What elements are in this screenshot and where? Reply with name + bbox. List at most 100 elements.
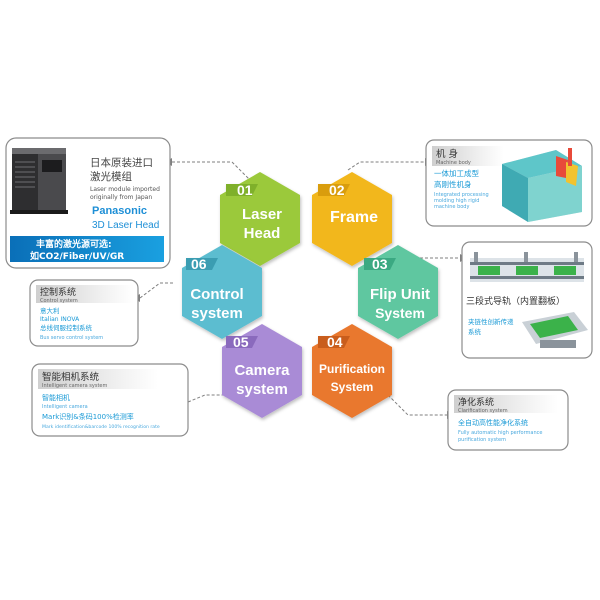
frame-line-4: molding high rigid [434, 198, 480, 204]
rail-track-bottom [470, 276, 584, 279]
laser-banner-bg [10, 236, 164, 262]
hex-purification-title-2: System [331, 380, 374, 394]
purif-title-en: Clarification system [458, 408, 508, 414]
laser-model: 3D Laser Head [92, 220, 159, 231]
camera-line-3: Mark识别&条码100%检测率 [42, 412, 134, 421]
frame-line-5: machine body [434, 204, 469, 210]
camera-title-cn: 智能相机系统 [42, 371, 100, 383]
rail-board-3 [554, 266, 576, 275]
camera-title-en: Intelligent camera system [42, 383, 107, 389]
hex-camera-system-title-2: system [236, 381, 288, 398]
laser-device-panel [42, 160, 62, 172]
hex-frame-title: Frame [330, 209, 378, 226]
machine-body-front [502, 164, 528, 222]
laser-banner-1: 丰富的激光源可选: [36, 238, 112, 250]
purif-line-3: purification system [458, 437, 506, 443]
laser-info-box: 日本原装进口 激光模组 Laser module imported origin… [5, 137, 171, 269]
rail-post-1 [474, 252, 478, 262]
laser-brand: Panasonic [92, 205, 147, 217]
hex-frame-num: 02 [329, 182, 345, 198]
frame-info-box: 机 身 Machine body 一体加工成型 高刚性机身 Integrated… [425, 139, 593, 227]
hex-flip-unit-title-2: System [375, 305, 425, 321]
flip-board-stand [540, 340, 576, 348]
machine-body-hot [556, 156, 568, 178]
camera-box-header [38, 369, 158, 389]
control-title-cn: 控制系统 [40, 286, 76, 298]
hex-camera-system-tab [226, 336, 258, 348]
laser-desc-en-1: Laser module imported [90, 186, 160, 193]
hex-laser-head[interactable]: 01 Laser Head [220, 172, 300, 266]
hex-camera-system-title-1: Camera [234, 362, 290, 379]
hex-purification-tab [318, 336, 350, 348]
rail-board-1 [478, 266, 500, 275]
frame-line-2: 高刚性机身 [434, 179, 472, 189]
rail-post-3 [574, 252, 578, 262]
connector-lines [139, 161, 460, 416]
hex-camera-system[interactable]: 05 Camera system [222, 324, 302, 418]
purif-title-cn: 净化系统 [458, 396, 494, 408]
machine-body-warm [566, 162, 578, 186]
flip-rail-image [470, 252, 584, 282]
hex-laser-head-title-1: Laser [242, 206, 282, 223]
flip-line-2: 系统 [468, 327, 482, 336]
frame-title-cn: 机 身 [436, 148, 458, 160]
connector-frame [347, 161, 425, 171]
laser-head-image [10, 148, 68, 214]
machine-body-image [502, 148, 582, 222]
hex-purification-num: 04 [327, 334, 343, 350]
flip-info-box: 三段式导轨（内置翻板） 夹链性创新传递 系统 [461, 241, 593, 359]
hex-laser-head-tab [226, 184, 258, 196]
connector-camera [187, 394, 225, 403]
flip-board-pcb [530, 316, 578, 338]
laser-subtitle-cn: 激光模组 [90, 170, 132, 183]
hex-control-system-tab [186, 258, 218, 270]
control-box-header [36, 285, 134, 303]
machine-body-face [502, 150, 582, 178]
connector-laser [172, 161, 251, 181]
purif-line-2: Fully automatic high performance [458, 430, 543, 436]
camera-info-box: 智能相机系统 Intelligent camera system 智能相机 In… [31, 363, 189, 437]
hex-camera-system-num: 05 [233, 334, 249, 350]
purif-box-header [454, 395, 558, 413]
camera-line-2: Intelligent camera [42, 404, 88, 410]
connector-purif [387, 394, 447, 416]
hex-laser-head-title-2: Head [244, 225, 281, 242]
hex-frame-tab [318, 184, 350, 196]
hex-purification-title-1: Purification [319, 362, 385, 376]
rail-post-2 [524, 252, 528, 262]
frame-title-en: Machine body [436, 160, 471, 166]
flip-board-image [522, 312, 588, 348]
rail-board-2 [516, 266, 538, 275]
laser-desc-en-2: originally from Japan [90, 194, 152, 201]
control-info-box: 控制系统 Control system 意大利 Italian INOVA 总线… [29, 279, 139, 347]
laser-device-side [38, 148, 66, 212]
purification-info-box: 净化系统 Clarification system 全自动高性能净化系统 Ful… [447, 389, 569, 451]
control-line-4: Bus servo control system [40, 335, 103, 341]
control-line-1: 意大利 [40, 306, 60, 315]
hex-control-system-title-2: system [191, 305, 243, 322]
camera-line-1: 智能相机 [42, 393, 70, 402]
laser-device-vents [15, 161, 35, 188]
hex-flip-unit[interactable]: 03 Flip Unit System [358, 245, 438, 339]
hex-flip-unit-num: 03 [372, 256, 388, 272]
center-hexagon [265, 230, 345, 335]
laser-device-top [12, 148, 66, 154]
flip-line-1: 夹链性创新传递 [468, 317, 514, 326]
purif-line-1: 全自动高性能净化系统 [458, 418, 528, 427]
hex-frame[interactable]: 02 Frame [312, 172, 392, 266]
hex-flip-unit-tab [364, 258, 396, 270]
laser-title-cn: 日本原装进口 [90, 156, 153, 169]
control-title-en: Control system [40, 298, 78, 304]
hex-control-system-num: 06 [191, 256, 207, 272]
hex-control-system[interactable]: 06 Control system [182, 245, 262, 339]
machine-body-legend [568, 148, 572, 166]
hex-flip-unit-title-1: Flip Unit [370, 286, 430, 303]
frame-line-1: 一体加工成型 [434, 168, 479, 178]
laser-device-base [10, 210, 68, 214]
connector-control [139, 282, 175, 299]
frame-line-3: Integrated processing [434, 192, 489, 198]
hex-purification[interactable]: 04 Purification System [312, 324, 392, 418]
camera-line-4: Mark identification&barcode 100% recogni… [42, 424, 160, 430]
control-line-3: 总线伺服控制系统 [40, 323, 93, 332]
